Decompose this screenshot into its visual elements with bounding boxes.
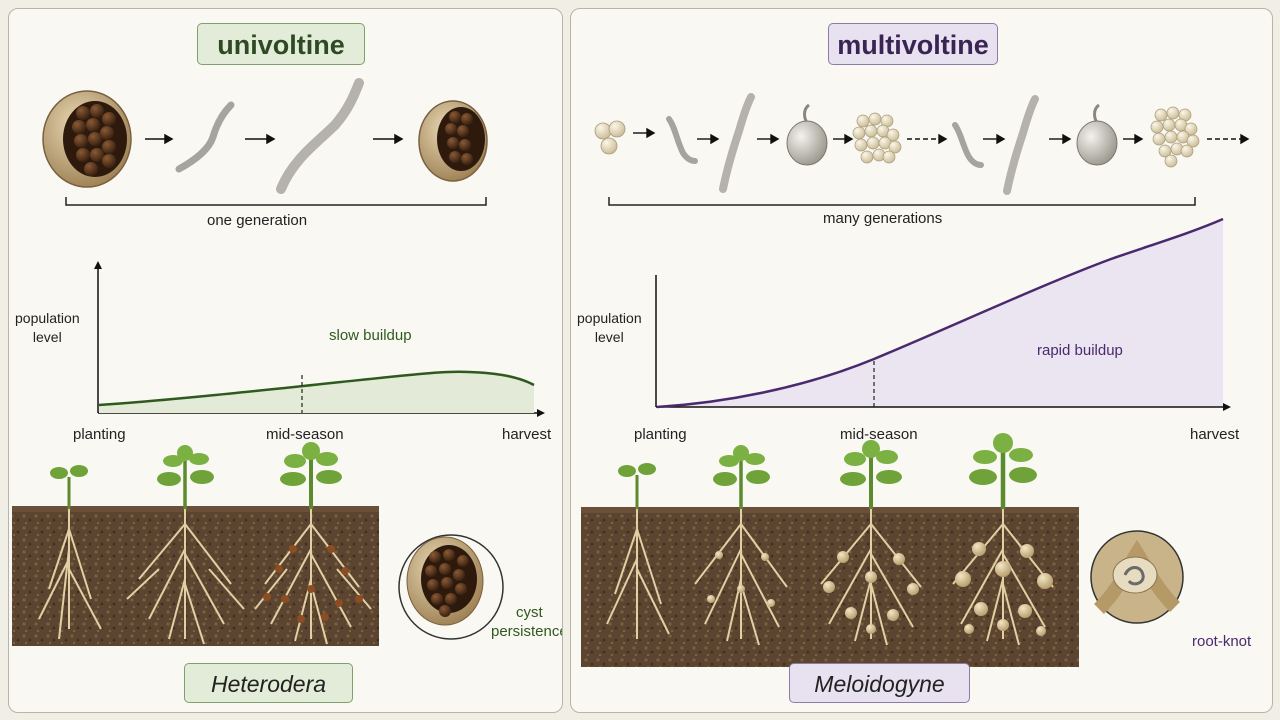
adult-nematode-icon	[1003, 95, 1039, 195]
y-axis-label: population level	[577, 310, 642, 345]
arrow-icon	[697, 133, 720, 145]
arrow-icon	[373, 133, 404, 145]
growing-plant-icon	[126, 445, 245, 645]
rapid-buildup-area	[657, 219, 1223, 407]
cyst-persistence-label: cyst persistence	[491, 604, 563, 640]
slow-buildup-area	[99, 371, 534, 413]
univoltine-title: univoltine	[197, 23, 365, 65]
arrow-icon	[1123, 133, 1144, 145]
juvenile-nematode-icon	[952, 122, 984, 168]
arrow-icon	[983, 133, 1006, 145]
multivoltine-illustration	[581, 93, 1250, 667]
egg-mass-icon	[852, 112, 902, 164]
plant-medium-galls-icon	[820, 440, 922, 646]
cyst-start-icon	[42, 90, 132, 188]
female-nematode-icon	[1076, 103, 1118, 166]
genus-heterodera: Heterodera	[184, 663, 353, 703]
seedling-plant-icon	[38, 465, 102, 640]
x-axis-arrow-icon	[537, 409, 545, 417]
plant-heavy-galls-icon	[952, 433, 1054, 646]
y-axis-arrow-icon	[94, 261, 102, 269]
egg-cluster-icon	[594, 120, 626, 155]
adult-nematode-icon	[719, 93, 755, 193]
x-tick-harvest: harvest	[1190, 426, 1240, 443]
population-chart	[94, 261, 545, 417]
juvenile-nematode-icon	[175, 101, 235, 173]
root-knot-inset-icon	[1090, 530, 1184, 624]
cyst-inset-icon	[398, 534, 504, 640]
slow-buildup-curve	[98, 370, 535, 407]
arrow-icon	[1049, 133, 1072, 145]
mature-plant-with-cysts-icon	[254, 442, 372, 645]
x-tick-mid-season: mid-season	[840, 426, 918, 443]
x-tick-mid-season: mid-season	[266, 426, 344, 443]
root-knot-label: root-knot	[1192, 633, 1252, 650]
multivoltine-title: multivoltine	[828, 23, 998, 65]
plant-small-galls-icon	[694, 445, 788, 646]
arrow-icon	[757, 133, 780, 145]
dashed-arrow-icon	[907, 133, 948, 145]
univoltine-illustration	[12, 78, 545, 646]
arrow-icon	[145, 133, 174, 145]
population-chart	[655, 217, 1231, 411]
cyst-end-icon	[418, 100, 488, 182]
generation-bracket	[608, 197, 1196, 206]
female-nematode-icon	[786, 103, 828, 166]
x-tick-planting: planting	[634, 426, 687, 443]
arrow-icon	[633, 127, 656, 139]
generation-bracket	[65, 197, 487, 206]
arrow-icon	[245, 133, 276, 145]
multivoltine-panel: multivoltine	[570, 8, 1273, 713]
seedling-plant-icon	[606, 463, 670, 639]
juvenile-nematode-icon	[666, 116, 698, 164]
x-axis-arrow-icon	[1223, 403, 1231, 411]
x-tick-harvest: harvest	[502, 426, 552, 443]
one-generation-label: one generation	[207, 212, 308, 229]
slow-buildup-label: slow buildup	[329, 327, 412, 344]
univoltine-panel: univoltine	[8, 8, 563, 713]
egg-mass-icon	[1150, 106, 1200, 168]
y-axis-label: population level	[15, 310, 80, 345]
genus-meloidogyne: Meloidogyne	[789, 663, 970, 703]
many-generations-label: many generations	[823, 210, 943, 227]
adult-nematode-icon	[276, 78, 364, 194]
rapid-buildup-curve	[656, 217, 1224, 409]
x-tick-planting: planting	[73, 426, 126, 443]
rapid-buildup-label: rapid buildup	[1037, 342, 1123, 359]
arrow-icon	[833, 133, 854, 145]
dashed-arrow-icon	[1207, 133, 1250, 145]
